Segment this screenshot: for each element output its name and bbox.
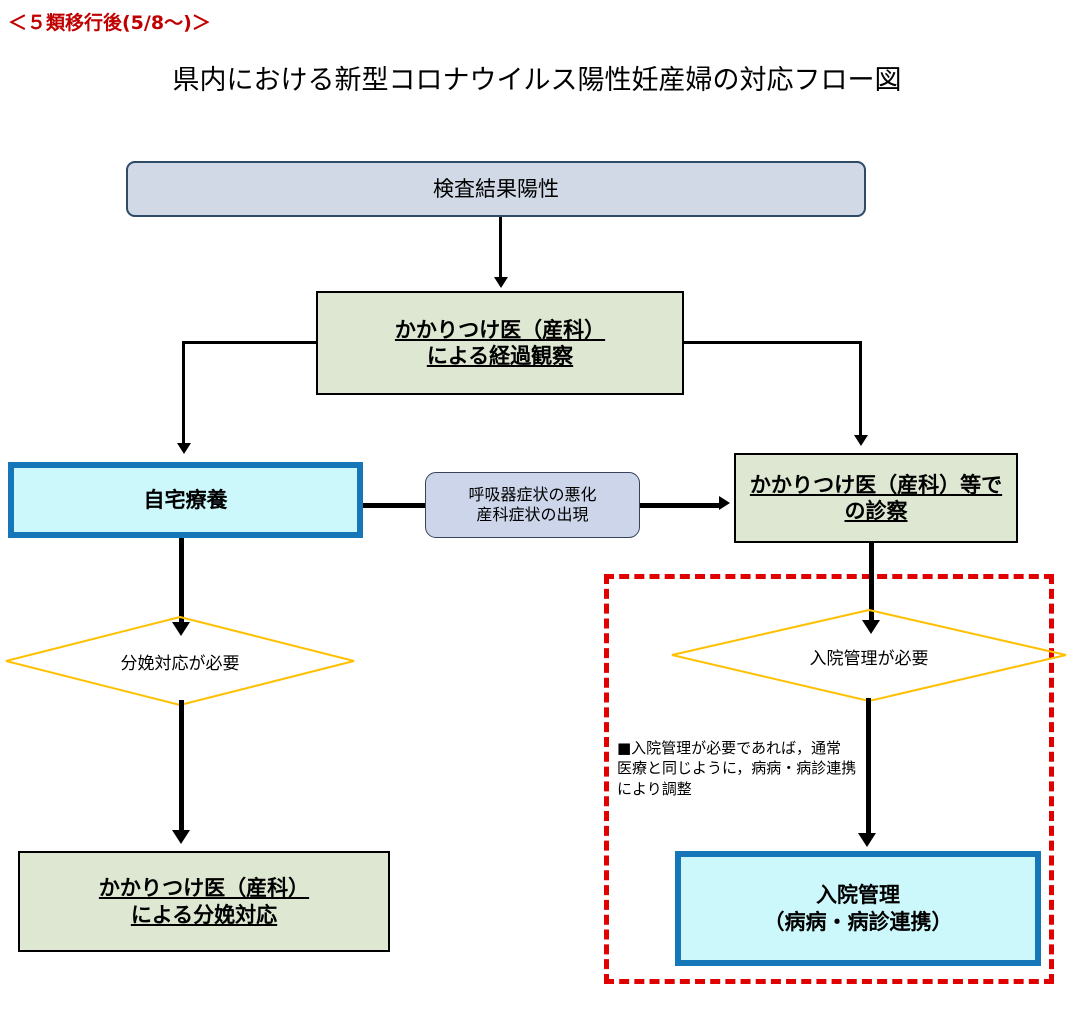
page-title: 県内における新型コロナウイルス陽性妊産婦の対応フロー図 [172,65,902,96]
node-followup-observation-line1: かかりつけ医（産科） [394,317,606,342]
arrowhead-home-to-decision-icon [172,622,190,636]
connector-followup-left-horizontal [182,341,318,344]
decision-delivery-label: 分娩対応が必要 [120,654,240,674]
node-delivery-care-line2: による分娩対応 [130,902,278,927]
arrowhead-followup-to-home-icon [177,443,191,454]
node-test-positive[interactable]: 検査結果陽性 [126,161,866,217]
node-symptom-trigger-line2: 産科症状の出現 [476,505,589,524]
node-followup-observation-line2: による経過観察 [426,344,574,368]
connector-followup-left-vertical [182,341,185,445]
admission-annotation-line2: 医療と同じように，病病・病診連携 [617,759,857,778]
arrowhead-decision-to-delivery-icon [172,830,190,844]
node-clinic-exam-line2: の診察 [844,499,908,523]
arrowhead-decision-to-admission-icon [858,833,876,847]
arrowhead-start-to-followup-icon [494,277,508,288]
node-inpatient-management-line1: 入院管理 [816,883,900,908]
node-symptom-trigger-line1: 呼吸器症状の悪化 [468,485,597,505]
connector-home-to-note [363,503,427,508]
node-clinic-exam-line1: かかりつけ医（産科）等で [749,472,1003,497]
admission-annotation: ■入院管理が必要であれば，通常 医療と同じように，病病・病診連携 により調整 [617,738,869,799]
kicker-label: ＜５類移行後(5/8～)＞ [8,12,211,34]
admission-annotation-line1: ■入院管理が必要であれば，通常 [617,739,842,757]
arrowhead-followup-to-exam-icon [854,435,868,446]
node-home-care[interactable]: 自宅療養 [8,462,363,538]
node-delivery-care[interactable]: かかりつけ医（産科） による分娩対応 [18,851,390,952]
connector-start-to-followup [499,217,502,279]
node-symptom-trigger[interactable]: 呼吸器症状の悪化 産科症状の出現 [425,472,640,538]
node-home-care-label: 自宅療養 [143,487,228,512]
connector-home-to-decision [179,538,184,626]
node-inpatient-management-line2: （病病・病診連携） [763,909,953,934]
arrowhead-note-to-exam-icon [719,496,730,510]
connector-exam-to-decision [869,543,874,627]
connector-decision-to-admission [866,698,871,837]
node-test-positive-label: 検査結果陽性 [433,176,559,201]
node-delivery-care-line1: かかりつけ医（産科） [98,876,310,901]
connector-followup-right-vertical [859,341,862,437]
connector-note-to-exam [639,503,721,508]
node-inpatient-management[interactable]: 入院管理 （病病・病診連携） [675,851,1041,966]
connector-followup-right-horizontal [682,341,862,344]
admission-annotation-line3: により調整 [617,779,692,798]
hospital-coordination-zone [604,574,1054,984]
connector-decision-to-delivery [179,700,184,833]
node-clinic-exam[interactable]: かかりつけ医（産科）等で の診察 [734,453,1018,543]
node-followup-observation[interactable]: かかりつけ医（産科） による経過観察 [316,291,684,395]
arrowhead-exam-to-decision-icon [862,620,880,634]
